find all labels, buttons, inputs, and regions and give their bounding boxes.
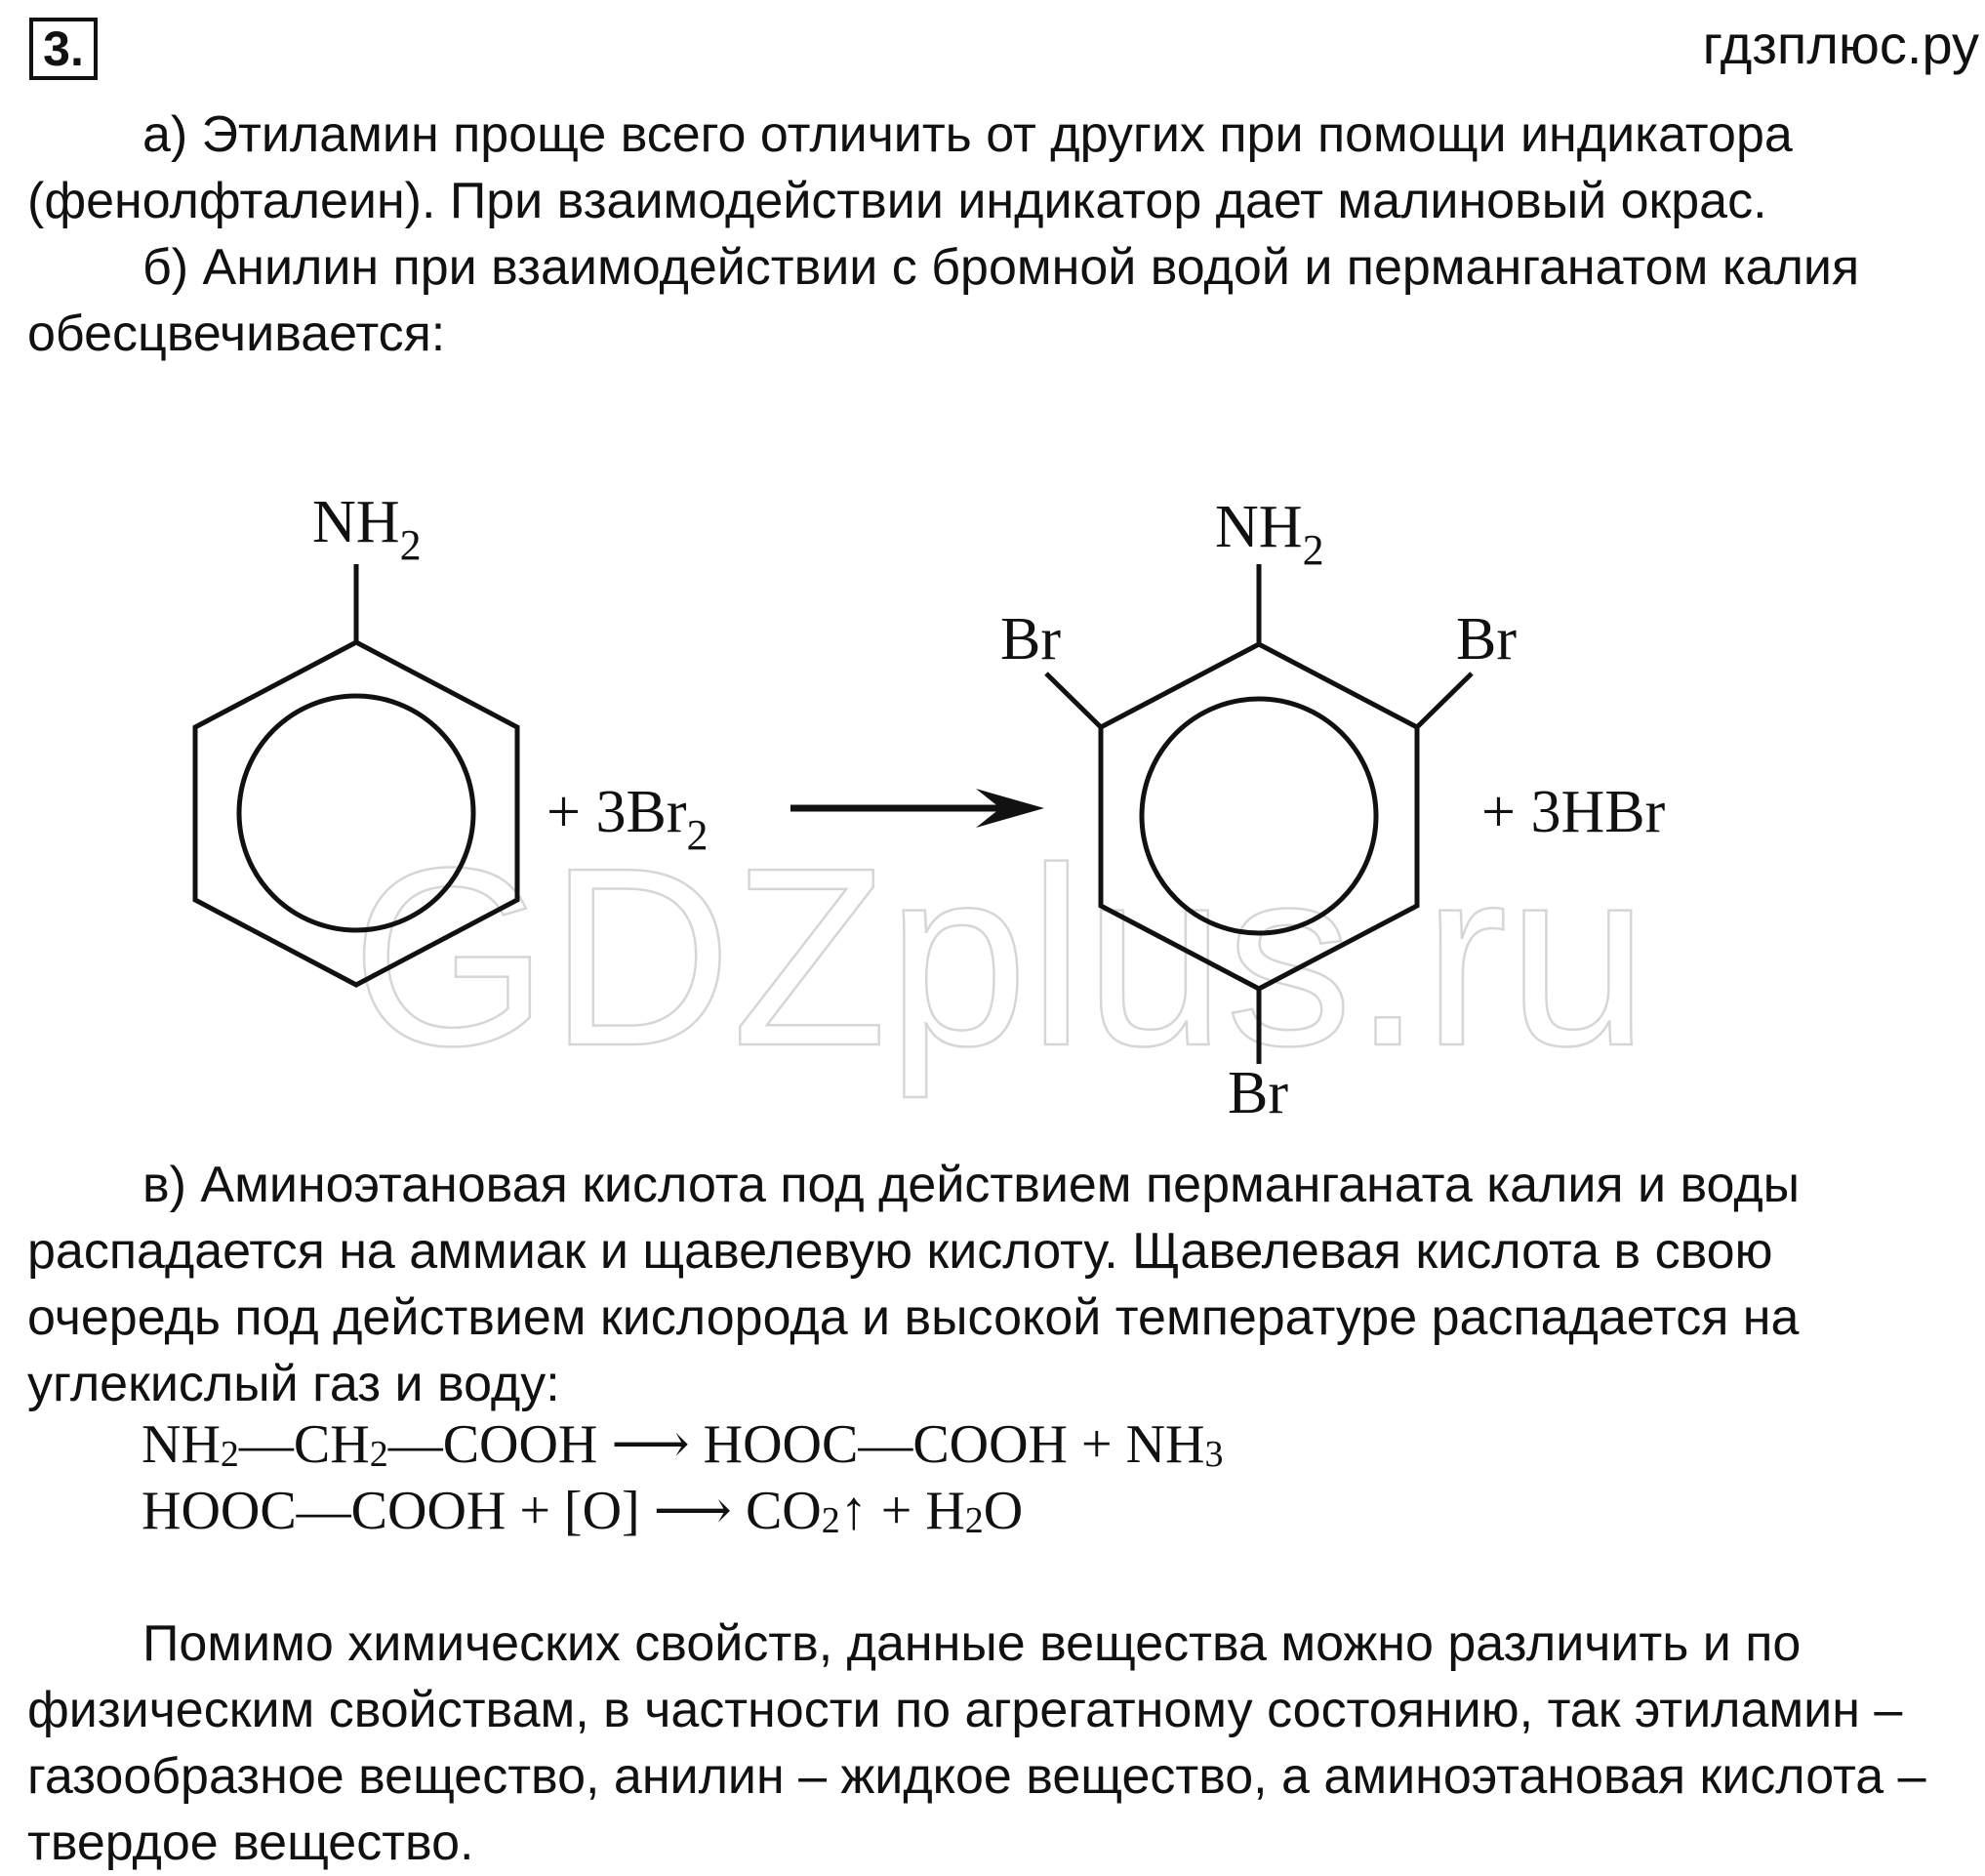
br-right-bond — [1415, 672, 1474, 729]
reaction-arrow — [790, 789, 1044, 828]
br-left-label: Br — [1000, 606, 1061, 673]
bromination-reaction-diagram: GDZplus.ru NH2 + 3Br2 NH2 Br Br Br + 3HB… — [192, 489, 1666, 1126]
aniline-ring — [192, 639, 520, 988]
aniline-molecule — [192, 564, 520, 988]
watermark: GDZplus.ru — [351, 816, 1648, 1100]
br-left-bond — [1044, 672, 1103, 729]
paragraph-final: Помимо химических свойств, данные вещест… — [27, 1615, 1926, 1871]
equation-2: HOOC—COOH + [O] ⟶ CO2↑ + H2O — [142, 1481, 1024, 1541]
tribromoaniline-aromatic-circle — [1139, 696, 1379, 936]
br-right-label: Br — [1456, 606, 1517, 673]
equation-1: NH2—CH2—COOH ⟶ HOOC—COOH + NH3 — [142, 1414, 1224, 1475]
paragraph-b: б) Анилин при взаимодействии с бромной в… — [27, 239, 1860, 362]
paragraph-v: в) Аминоэтановая кислота под действием п… — [27, 1157, 1801, 1412]
aniline-nh2-label: NH2 — [312, 489, 422, 569]
byproduct-label: + 3HBr — [1481, 779, 1666, 845]
site-name: гдзплюс.ру — [1702, 14, 1979, 75]
br-bottom-label: Br — [1228, 1060, 1288, 1126]
paragraph-a: а) Этиламин проще всего отличить от друг… — [27, 106, 1793, 229]
aniline-aromatic-circle — [236, 693, 476, 933]
reagent-label: + 3Br2 — [547, 779, 708, 859]
product-nh2-label: NH2 — [1215, 494, 1324, 574]
tribromoaniline-molecule — [1044, 564, 1474, 1064]
task-number: 3. — [29, 18, 98, 80]
